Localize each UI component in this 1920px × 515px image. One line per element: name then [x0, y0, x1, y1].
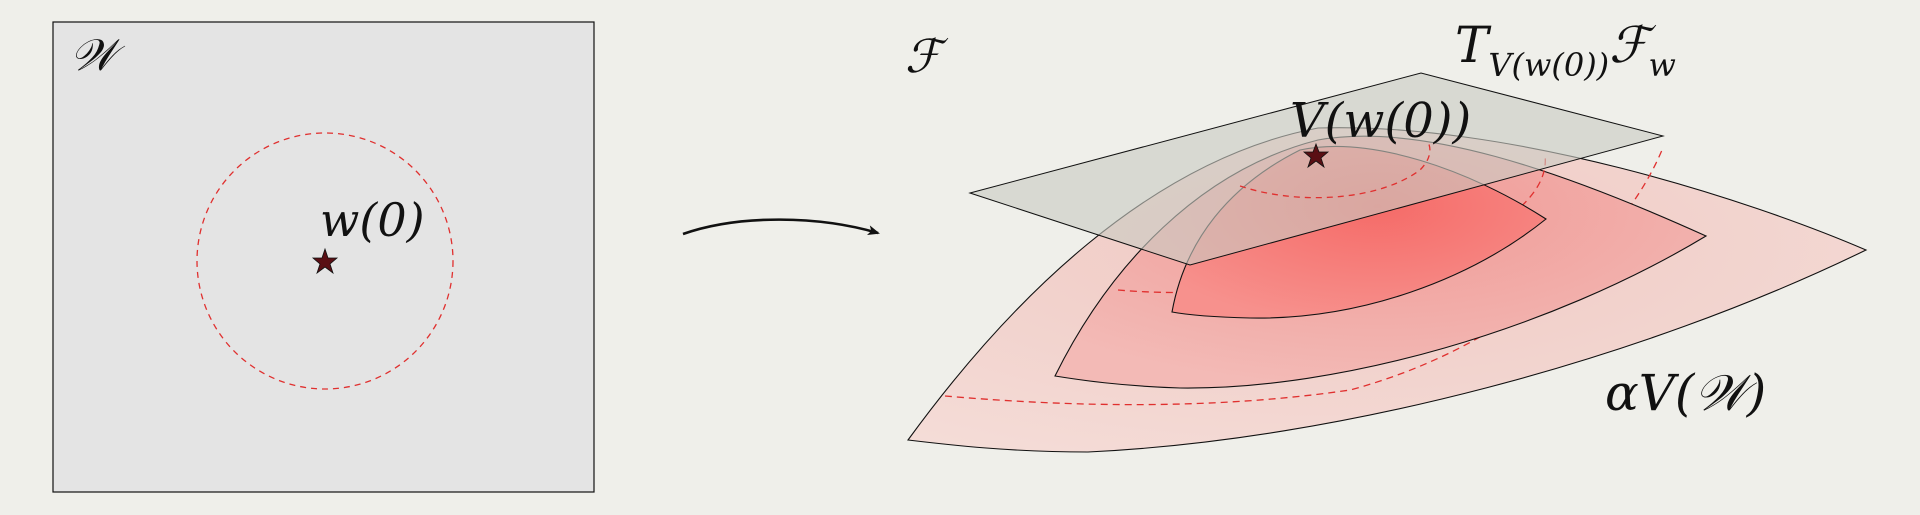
function-space-panel: ℱ V(w(0)) TV(w(0))ℱw αV(𝒲)	[905, 16, 1868, 453]
image-region-label: αV(𝒲)	[1605, 364, 1766, 422]
inner-dashed-contour	[1239, 141, 1431, 199]
initial-point-label: w(0)	[320, 193, 425, 247]
image-point-label: V(w(0))	[1290, 93, 1471, 149]
neighborhood-circle	[196, 132, 454, 390]
function-space-label: ℱ	[905, 29, 949, 83]
tangent-space-label: TV(w(0))ℱw	[1455, 16, 1676, 84]
image-point-star-icon	[1302, 142, 1330, 169]
parameter-space-panel: 𝒲 w(0)	[52, 21, 595, 493]
map-arrow	[682, 218, 880, 236]
initial-point-star-icon	[311, 247, 339, 275]
tangent-plane	[968, 72, 1665, 266]
